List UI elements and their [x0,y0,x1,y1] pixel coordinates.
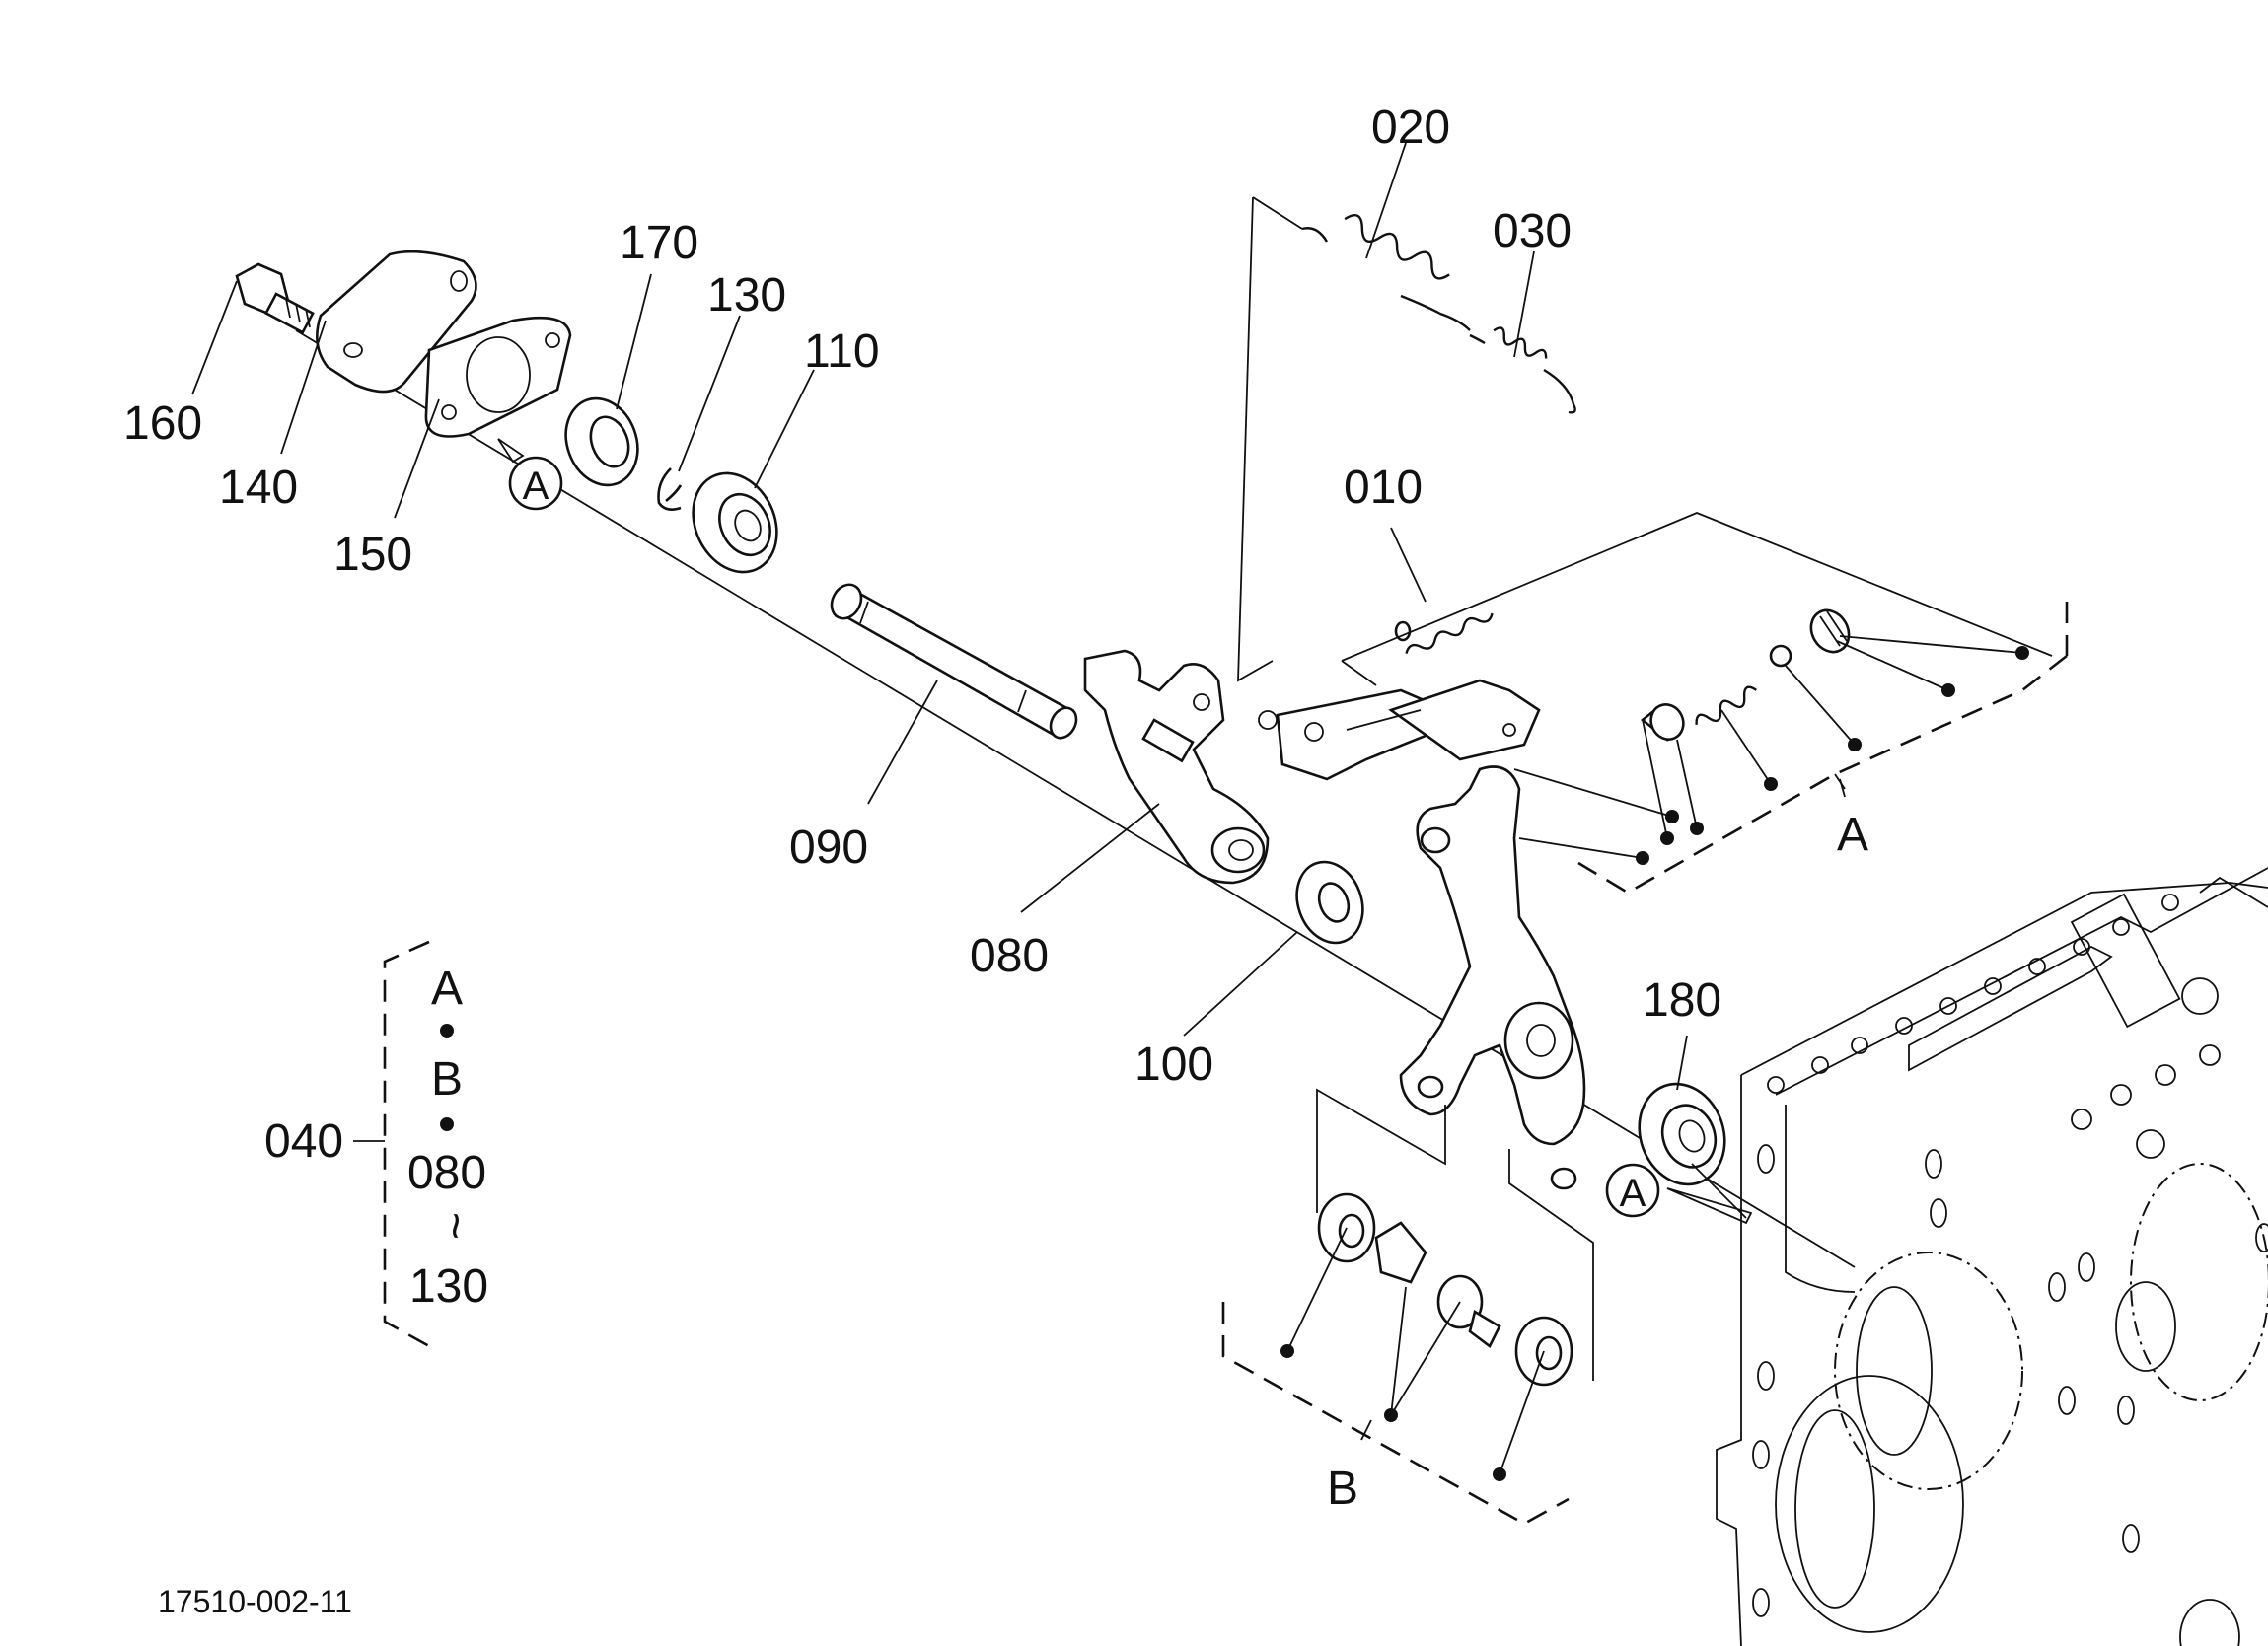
legend-040-line2: B [431,1053,463,1106]
leader-lines [497,438,2029,1481]
label-030: 030 [1493,205,1572,257]
label-150: 150 [333,529,412,581]
label-040: 040 [264,1115,343,1168]
label-110: 110 [804,325,880,378]
circle-marker-a-right: A [1605,1163,1660,1218]
label-140: 140 [219,462,298,514]
washer-100 [1295,860,1364,945]
circle-marker-a-left: A [508,456,563,511]
oil-seal-170 [564,396,639,487]
group-b-parts [1317,1192,1573,1387]
shaft-090 [830,583,1078,740]
legend-040-line3: 080 [407,1147,486,1199]
fork-lever [1399,765,1586,1190]
bracket-spring-group [1237,196,1303,682]
spring-010 [1394,612,1494,654]
spring-030 [1469,326,1576,414]
label-160: 160 [123,397,202,450]
legend-040-line4: 130 [409,1260,488,1313]
label-020: 020 [1371,102,1450,154]
spring-020 [1301,213,1471,331]
bearing-110 [692,471,778,574]
gasket-150 [424,316,572,438]
legend-040-line1: A [431,963,463,1015]
label-group-b: B [1327,1463,1358,1515]
label-010: 010 [1344,462,1423,514]
lever-080 [1083,649,1270,885]
bolt-160 [235,262,315,334]
drawing-number: 17510-002-11 [158,1584,352,1619]
engine-block [1716,867,2268,1646]
circle-marker-a-left-text: A [523,465,549,508]
label-090: 090 [789,822,868,874]
cover-plate-140 [315,250,477,394]
label-leaders [191,142,1846,1441]
label-180: 180 [1643,974,1721,1027]
label-group-a: A [1837,809,1868,861]
legend-040: 040 A B 080 ~ 130 [264,940,488,1348]
group-a-bracket [1341,512,2069,895]
label-100: 100 [1134,1038,1213,1091]
circlip-130 [657,467,683,511]
group-a-parts [1640,608,1851,742]
circle-marker-a-right-text: A [1620,1172,1646,1215]
label-130: 130 [707,269,786,322]
label-080: 080 [970,930,1049,982]
link-plate [1258,679,1541,781]
label-170: 170 [620,217,698,269]
legend-040-tilde: ~ [429,1212,481,1240]
bearing-180 [1638,1082,1726,1186]
group-b-bracket [1221,1088,1594,1526]
